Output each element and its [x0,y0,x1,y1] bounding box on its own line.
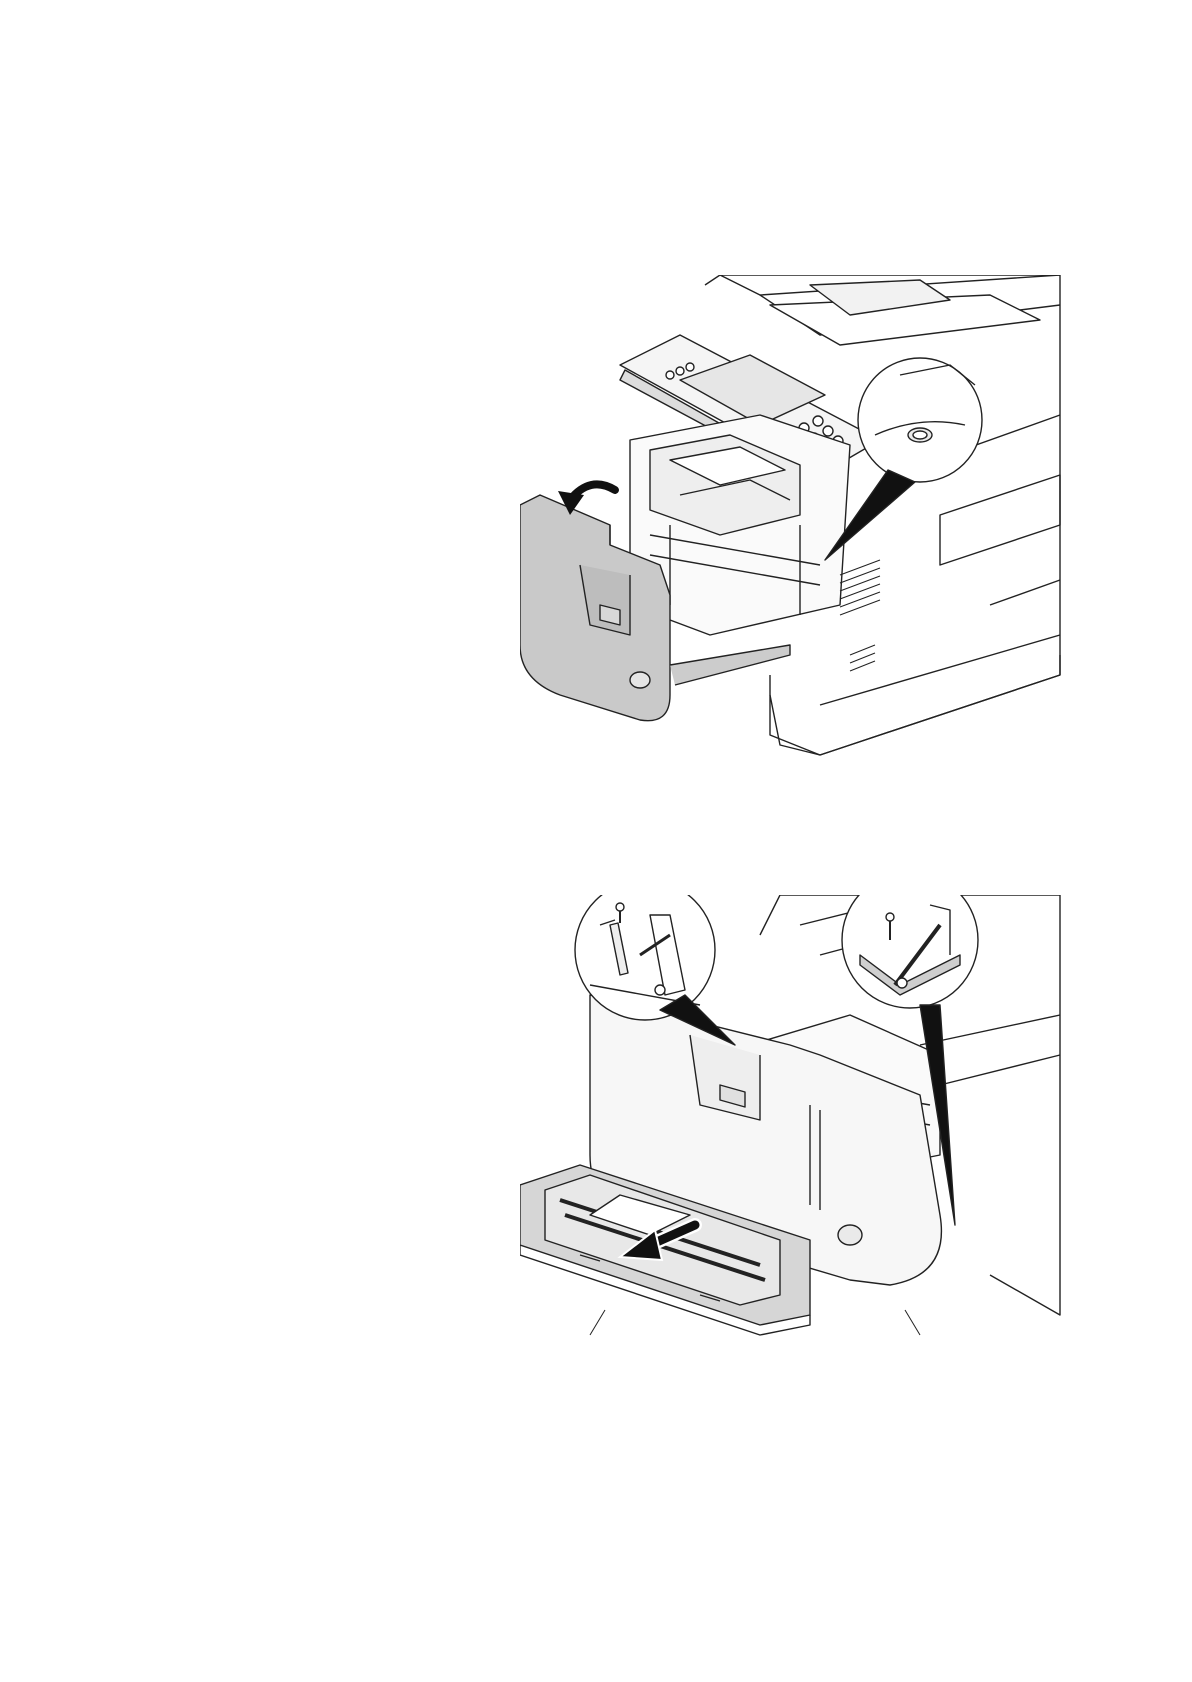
printer-open-cover-illustration [520,275,1080,795]
figure-front-cover-open [520,275,1080,795]
paper-feed-unit-removal-illustration [520,895,1080,1415]
figure-remove-feed-unit [520,895,1080,1415]
